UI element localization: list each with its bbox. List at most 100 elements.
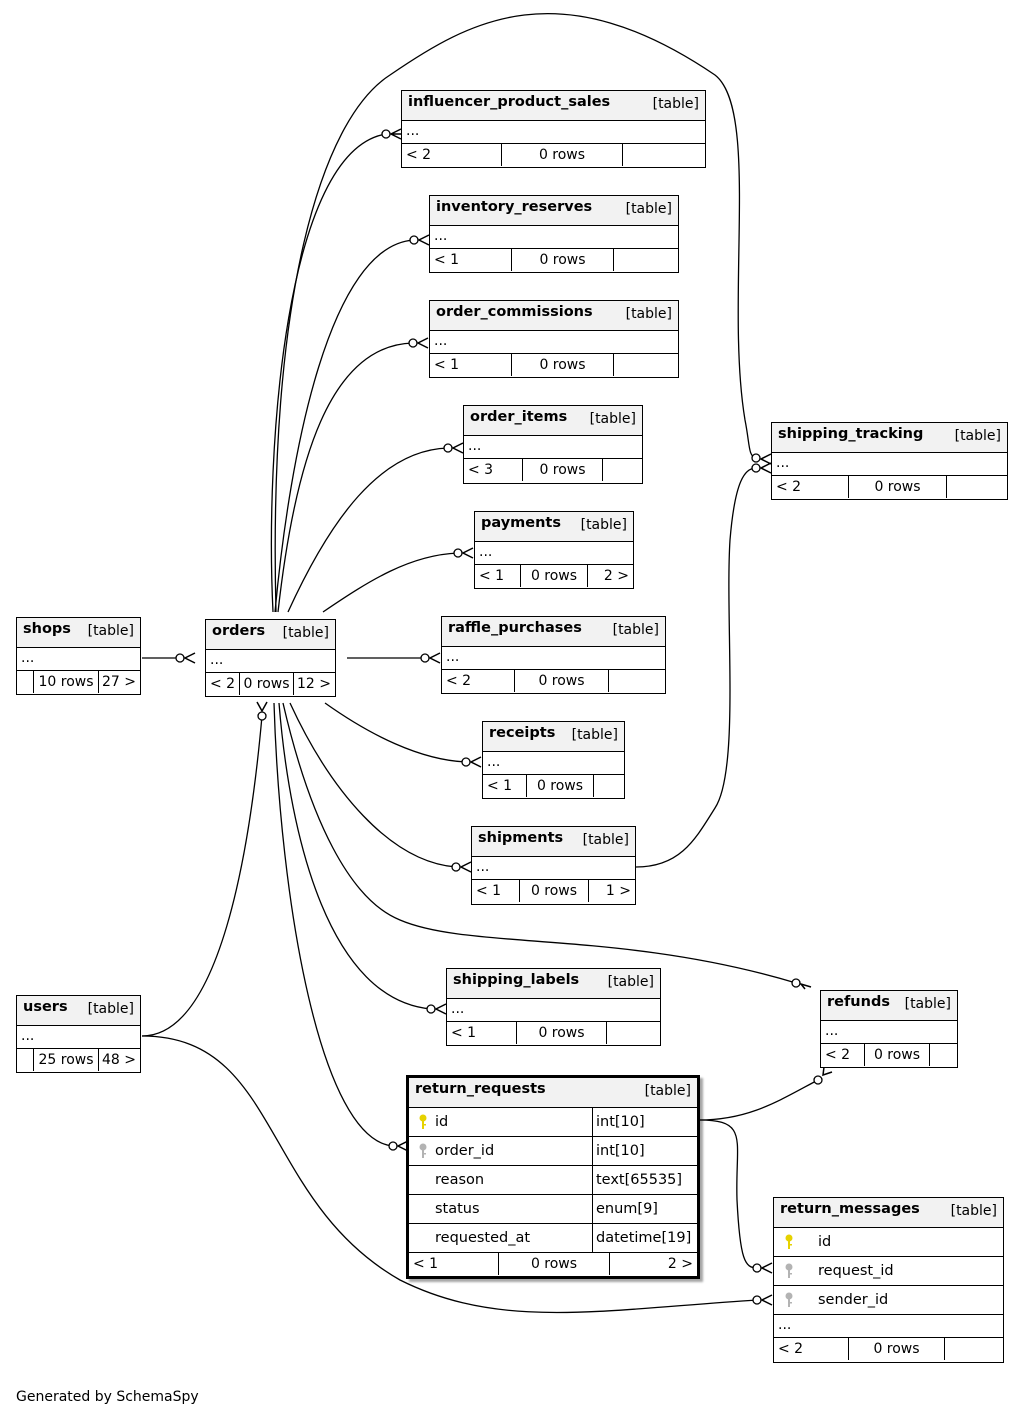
table-type: [table]: [571, 727, 618, 743]
edge-users-orders: [141, 715, 263, 1037]
column-row-requested-at[interactable]: requested_at datetime[19]: [409, 1224, 697, 1253]
edge-orders-shipping-tracking: [274, 13, 757, 613]
children-link[interactable]: [594, 775, 624, 797]
children-link[interactable]: 1 >: [605, 883, 631, 899]
table-name[interactable]: shipping_labels: [453, 972, 580, 988]
table-name[interactable]: return_requests: [415, 1081, 546, 1097]
children-link[interactable]: 48 >: [102, 1052, 136, 1068]
parents-link[interactable]: < 2: [402, 144, 502, 166]
row-count: 0 rows: [520, 880, 589, 902]
table-name[interactable]: influencer_product_sales: [408, 94, 611, 110]
table-name[interactable]: shipments: [478, 830, 564, 846]
parents-link[interactable]: < 2: [774, 1338, 849, 1360]
table-name[interactable]: refunds: [827, 994, 890, 1010]
columns-ellipsis: ...: [430, 331, 678, 354]
column-row-id[interactable]: id: [774, 1228, 1003, 1257]
table-type: [table]: [607, 974, 654, 990]
table-name[interactable]: inventory_reserves: [436, 199, 593, 215]
edge-shipments-shipping-tracking: [635, 467, 757, 868]
table-type: [table]: [589, 411, 636, 427]
parents-link[interactable]: [17, 671, 34, 693]
children-link[interactable]: [930, 1044, 957, 1066]
children-link[interactable]: [609, 670, 665, 692]
table-name[interactable]: receipts: [489, 725, 556, 741]
children-link[interactable]: [947, 476, 1007, 498]
parents-link[interactable]: < 3: [464, 459, 523, 481]
column-row-reason[interactable]: reason text[65535]: [409, 1166, 697, 1195]
children-link[interactable]: [614, 249, 678, 271]
parents-link[interactable]: < 1: [483, 775, 527, 797]
table-name[interactable]: order_commissions: [436, 304, 593, 320]
table-return-messages[interactable]: return_messages[table] id request_id sen…: [773, 1197, 1004, 1363]
table-name[interactable]: order_items: [470, 409, 568, 425]
table-type: [table]: [282, 625, 329, 641]
parents-link[interactable]: < 1: [430, 354, 512, 376]
children-link[interactable]: 2 >: [603, 568, 629, 584]
table-name[interactable]: orders: [212, 623, 266, 639]
parents-link[interactable]: < 2: [821, 1044, 865, 1066]
table-type: [table]: [612, 622, 659, 638]
table-name[interactable]: raffle_purchases: [448, 620, 582, 636]
row-count: 0 rows: [240, 673, 294, 695]
column-row-status[interactable]: status enum[9]: [409, 1195, 697, 1224]
parents-link[interactable]: < 1: [475, 565, 521, 587]
column-row-request-id[interactable]: request_id: [774, 1257, 1003, 1286]
parents-link[interactable]: < 2: [772, 476, 849, 498]
parents-link[interactable]: < 2: [442, 670, 515, 692]
column-name: order_id: [435, 1143, 495, 1159]
table-name[interactable]: shipping_tracking: [778, 426, 924, 442]
children-link[interactable]: 27 >: [102, 674, 136, 690]
columns-ellipsis: ...: [402, 121, 705, 144]
columns-ellipsis: ...: [442, 647, 665, 670]
row-count: 0 rows: [865, 1044, 930, 1066]
parents-link[interactable]: < 1: [430, 249, 512, 271]
children-link[interactable]: [607, 1022, 660, 1044]
edge-orders-order-items: [287, 447, 449, 613]
edge-orders-refunds: [282, 702, 797, 984]
parents-link[interactable]: < 2: [206, 673, 240, 695]
edge-orders-return-requests: [273, 702, 394, 1147]
edge-orders-order-commissions: [277, 342, 414, 613]
columns-ellipsis: ...: [774, 1315, 1003, 1338]
children-link[interactable]: [945, 1338, 1003, 1360]
columns-ellipsis: ...: [483, 752, 624, 775]
children-link[interactable]: [603, 459, 642, 481]
parents-link[interactable]: < 1: [409, 1253, 499, 1275]
children-link[interactable]: 2 >: [667, 1256, 693, 1272]
column-row-id[interactable]: id int[10]: [409, 1108, 697, 1137]
column-row-sender-id[interactable]: sender_id: [774, 1286, 1003, 1315]
table-name[interactable]: payments: [481, 515, 561, 531]
parents-link[interactable]: < 1: [472, 880, 520, 902]
table-type: [table]: [625, 306, 672, 322]
parents-link[interactable]: < 1: [447, 1022, 517, 1044]
row-count: 0 rows: [523, 459, 603, 481]
table-name[interactable]: users: [23, 999, 68, 1015]
row-count: 0 rows: [512, 249, 614, 271]
children-link[interactable]: [614, 354, 678, 376]
table-name[interactable]: return_messages: [780, 1201, 920, 1217]
table-return-requests[interactable]: return_requests[table] id int[10] order_…: [406, 1075, 700, 1279]
table-name[interactable]: shops: [23, 621, 71, 637]
children-link[interactable]: 12 >: [297, 676, 331, 692]
parents-link[interactable]: [17, 1049, 34, 1071]
column-row-order-id[interactable]: order_id int[10]: [409, 1137, 697, 1166]
children-link[interactable]: [623, 144, 705, 166]
row-count: 0 rows: [515, 670, 609, 692]
edge-orders-shipping-labels: [278, 702, 432, 1010]
primary-key-icon: [785, 1234, 793, 1249]
row-count: 0 rows: [512, 354, 614, 376]
